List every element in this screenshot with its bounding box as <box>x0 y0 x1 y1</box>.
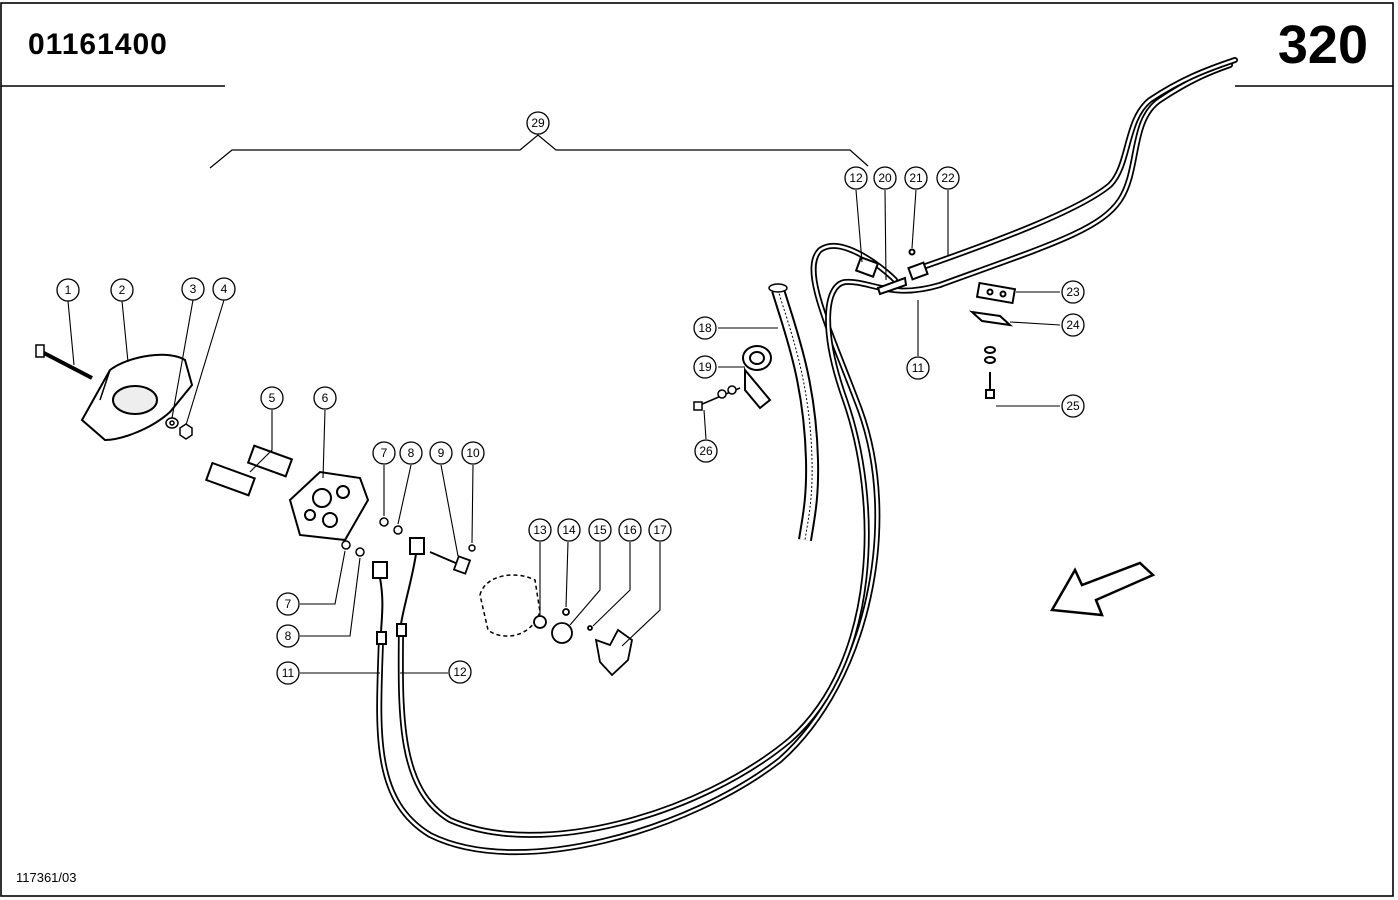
bracket-23-25 <box>968 281 1017 399</box>
callout-label: 8 <box>408 446 415 460</box>
callout-label: 10 <box>466 446 480 460</box>
conduit-18 <box>768 283 820 542</box>
callout-balloon: 2 <box>110 278 134 302</box>
fitting-5 <box>204 444 294 497</box>
callout-balloon: 13 <box>528 518 552 542</box>
bolt-26 <box>693 385 741 411</box>
callout-balloon: 14 <box>557 518 581 542</box>
callout-label: 19 <box>698 360 712 374</box>
callout-balloon: 24 <box>1061 313 1085 337</box>
callout-label: 25 <box>1066 399 1080 413</box>
hose-assembly <box>376 57 1238 856</box>
direction-arrow <box>1049 561 1156 617</box>
callout-balloon: 29 <box>526 111 550 135</box>
callout-balloon: 6 <box>313 386 337 410</box>
callout-label: 7 <box>381 446 388 460</box>
callout-label: 11 <box>282 666 295 680</box>
callout-balloon: 22 <box>936 166 960 190</box>
callout-label: 26 <box>699 444 713 458</box>
callout-label: 4 <box>221 282 228 296</box>
hose-22 <box>917 57 1238 271</box>
callout-balloon: 23 <box>1061 280 1085 304</box>
parts-13-17 <box>533 608 633 677</box>
callout-balloon: 11 <box>276 661 300 685</box>
callout-label: 8 <box>285 629 292 643</box>
callout-balloon: 12 <box>448 660 472 684</box>
callout-label: 9 <box>438 446 445 460</box>
callout-label: 17 <box>653 523 667 537</box>
group-bracket <box>209 134 869 169</box>
washer-3 <box>165 417 179 429</box>
callout-balloon: 8 <box>399 441 423 465</box>
callout-balloon: 17 <box>648 518 672 542</box>
clamp-19 <box>742 345 772 410</box>
callout-balloon: 16 <box>618 518 642 542</box>
hose-connectors <box>372 537 425 645</box>
callout-balloon: 4 <box>212 277 236 301</box>
callout-label: 12 <box>453 665 467 679</box>
callout-label: 1 <box>65 283 72 297</box>
callout-label: 29 <box>531 116 545 130</box>
callout-label: 6 <box>322 391 329 405</box>
callout-label: 13 <box>533 523 547 537</box>
valve-block-6 <box>288 470 370 542</box>
callout-label: 22 <box>941 171 955 185</box>
page-number: 320 <box>1277 15 1368 75</box>
cover-2 <box>80 353 194 442</box>
bolt-1 <box>35 344 93 380</box>
callout-label: 15 <box>593 523 607 537</box>
callout-label: 20 <box>878 171 892 185</box>
screw-9 <box>429 551 472 575</box>
tee-20 <box>854 248 929 296</box>
seals <box>341 517 476 557</box>
callout-balloon: 10 <box>461 441 485 465</box>
callout-balloon: 25 <box>1061 394 1085 418</box>
callout-balloon: 7 <box>276 592 300 616</box>
callout-balloon: 5 <box>260 386 284 410</box>
callout-label: 24 <box>1066 318 1080 332</box>
leader-lines <box>67 189 1061 674</box>
callout-label: 7 <box>285 597 292 611</box>
pump-housing <box>479 574 541 637</box>
callout-label: 2 <box>119 283 126 297</box>
part-number: 01161400 <box>28 28 168 61</box>
callout-balloon: 7 <box>372 441 396 465</box>
callout-balloon: 15 <box>588 518 612 542</box>
callout-balloon: 3 <box>181 277 205 301</box>
callout-balloon: 8 <box>276 624 300 648</box>
drawing-number: 117361/03 <box>16 870 77 885</box>
callout-label: 5 <box>269 391 276 405</box>
callout-label: 11 <box>912 361 925 375</box>
callout-label: 21 <box>909 171 923 185</box>
callout-balloon: 9 <box>429 441 453 465</box>
callout-balloon: 1 <box>56 278 80 302</box>
callout-balloons: 1 2 3 4 5 6 7 8 9 10 7 8 11 12 13 14 15 … <box>56 111 1085 685</box>
callout-balloon: 11 <box>906 356 930 380</box>
callout-balloon: 26 <box>694 439 718 463</box>
callout-balloon: 18 <box>693 316 717 340</box>
callout-label: 14 <box>562 523 576 537</box>
callout-label: 23 <box>1066 285 1080 299</box>
callout-label: 12 <box>849 171 863 185</box>
callout-label: 18 <box>698 321 712 335</box>
callout-balloon: 19 <box>693 355 717 379</box>
callout-balloon: 20 <box>873 166 897 190</box>
callout-balloon: 21 <box>904 166 928 190</box>
callout-label: 16 <box>623 523 637 537</box>
nut-4 <box>179 423 193 440</box>
callout-balloon: 12 <box>844 166 868 190</box>
callout-label: 3 <box>190 282 197 296</box>
